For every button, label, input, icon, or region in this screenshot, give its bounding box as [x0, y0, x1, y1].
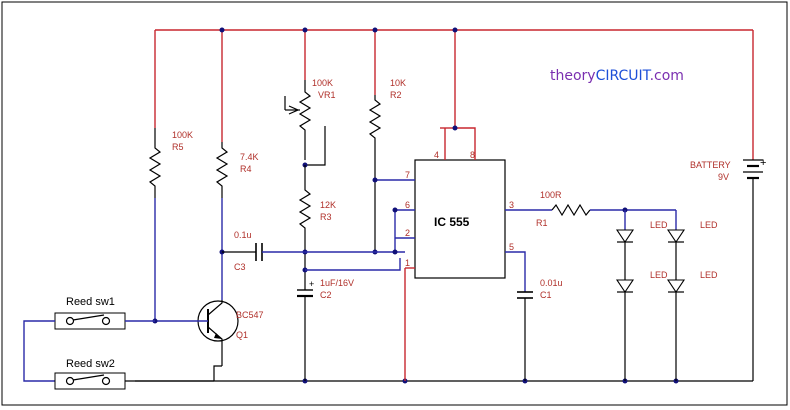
- battery-symbol: +: [743, 157, 766, 190]
- reed-switch-1: [23, 312, 155, 382]
- resistor-r4: [215, 142, 229, 300]
- ic-pin-8: 8: [470, 150, 475, 160]
- site-logo-highlight: CIRCUIT: [596, 68, 652, 84]
- battery-label: BATTERY: [690, 160, 731, 170]
- capacitor-c1: [517, 291, 533, 381]
- battery-plus: +: [760, 157, 766, 169]
- c2-value: 1uF/16V: [320, 278, 354, 288]
- led-string-left: [615, 210, 635, 381]
- c1-value: 0.01u: [540, 278, 563, 288]
- battery-voltage: 9V: [718, 172, 729, 182]
- ic-pin-2: 2: [405, 228, 410, 238]
- r3-value: 12K: [320, 200, 336, 210]
- r5-value: 100K: [172, 130, 193, 140]
- c2-ref: C2: [320, 290, 332, 300]
- led-label-3: LED: [650, 270, 668, 280]
- r2-ref: R2: [390, 90, 402, 100]
- c2-plus: +: [309, 279, 314, 289]
- capacitor-c3: [222, 243, 405, 261]
- r3-ref: R3: [320, 212, 332, 222]
- reed-sw2-label: Reed sw2: [66, 358, 115, 370]
- capacitor-c2: +: [297, 279, 314, 381]
- reed-switch-2: [54, 372, 214, 390]
- ic-pin-6: 6: [405, 200, 410, 210]
- resistor-r3: [298, 165, 312, 290]
- vr1-ref: VR1: [318, 90, 336, 100]
- ic-pin-7: 7: [405, 170, 410, 180]
- r2-value: 10K: [390, 78, 406, 88]
- c3-ref: C3: [234, 262, 246, 272]
- r5-ref: R5: [172, 142, 184, 152]
- transistor-q1: [152, 300, 239, 381]
- site-logo: theoryCIRCUIT.com: [550, 68, 684, 84]
- ic-pin-5: 5: [509, 242, 514, 252]
- site-logo-prefix: theory: [550, 68, 596, 84]
- site-logo-suffix: .com: [650, 68, 684, 84]
- ic-name: IC 555: [434, 215, 470, 229]
- ic-pin-3: 3: [509, 200, 514, 210]
- led-label-1: LED: [650, 220, 668, 230]
- r4-value: 7.4K: [240, 152, 259, 162]
- c1-ref: C1: [540, 290, 552, 300]
- c3-value: 0.1u: [234, 230, 252, 240]
- ic-pin-4: 4: [434, 150, 439, 160]
- positive-rail: [154, 27, 754, 160]
- resistor-r2: [368, 95, 382, 255]
- led-string-right: [666, 210, 686, 381]
- ic-555: IC 555: [305, 125, 552, 381]
- resistor-r5: [148, 128, 162, 321]
- r4-ref: R4: [240, 164, 252, 174]
- r1-value: 100R: [540, 190, 562, 200]
- r1-ref: R1: [536, 218, 548, 228]
- resistor-r1: [551, 203, 676, 217]
- reed-sw1-label: Reed sw1: [66, 296, 115, 308]
- led-label-2: LED: [700, 220, 718, 230]
- ic-pin-1: 1: [405, 258, 410, 268]
- vr1-value: 100K: [312, 78, 333, 88]
- q1-type: BC547: [236, 310, 264, 320]
- q1-ref: Q1: [236, 330, 248, 340]
- led-label-4: LED: [700, 270, 718, 280]
